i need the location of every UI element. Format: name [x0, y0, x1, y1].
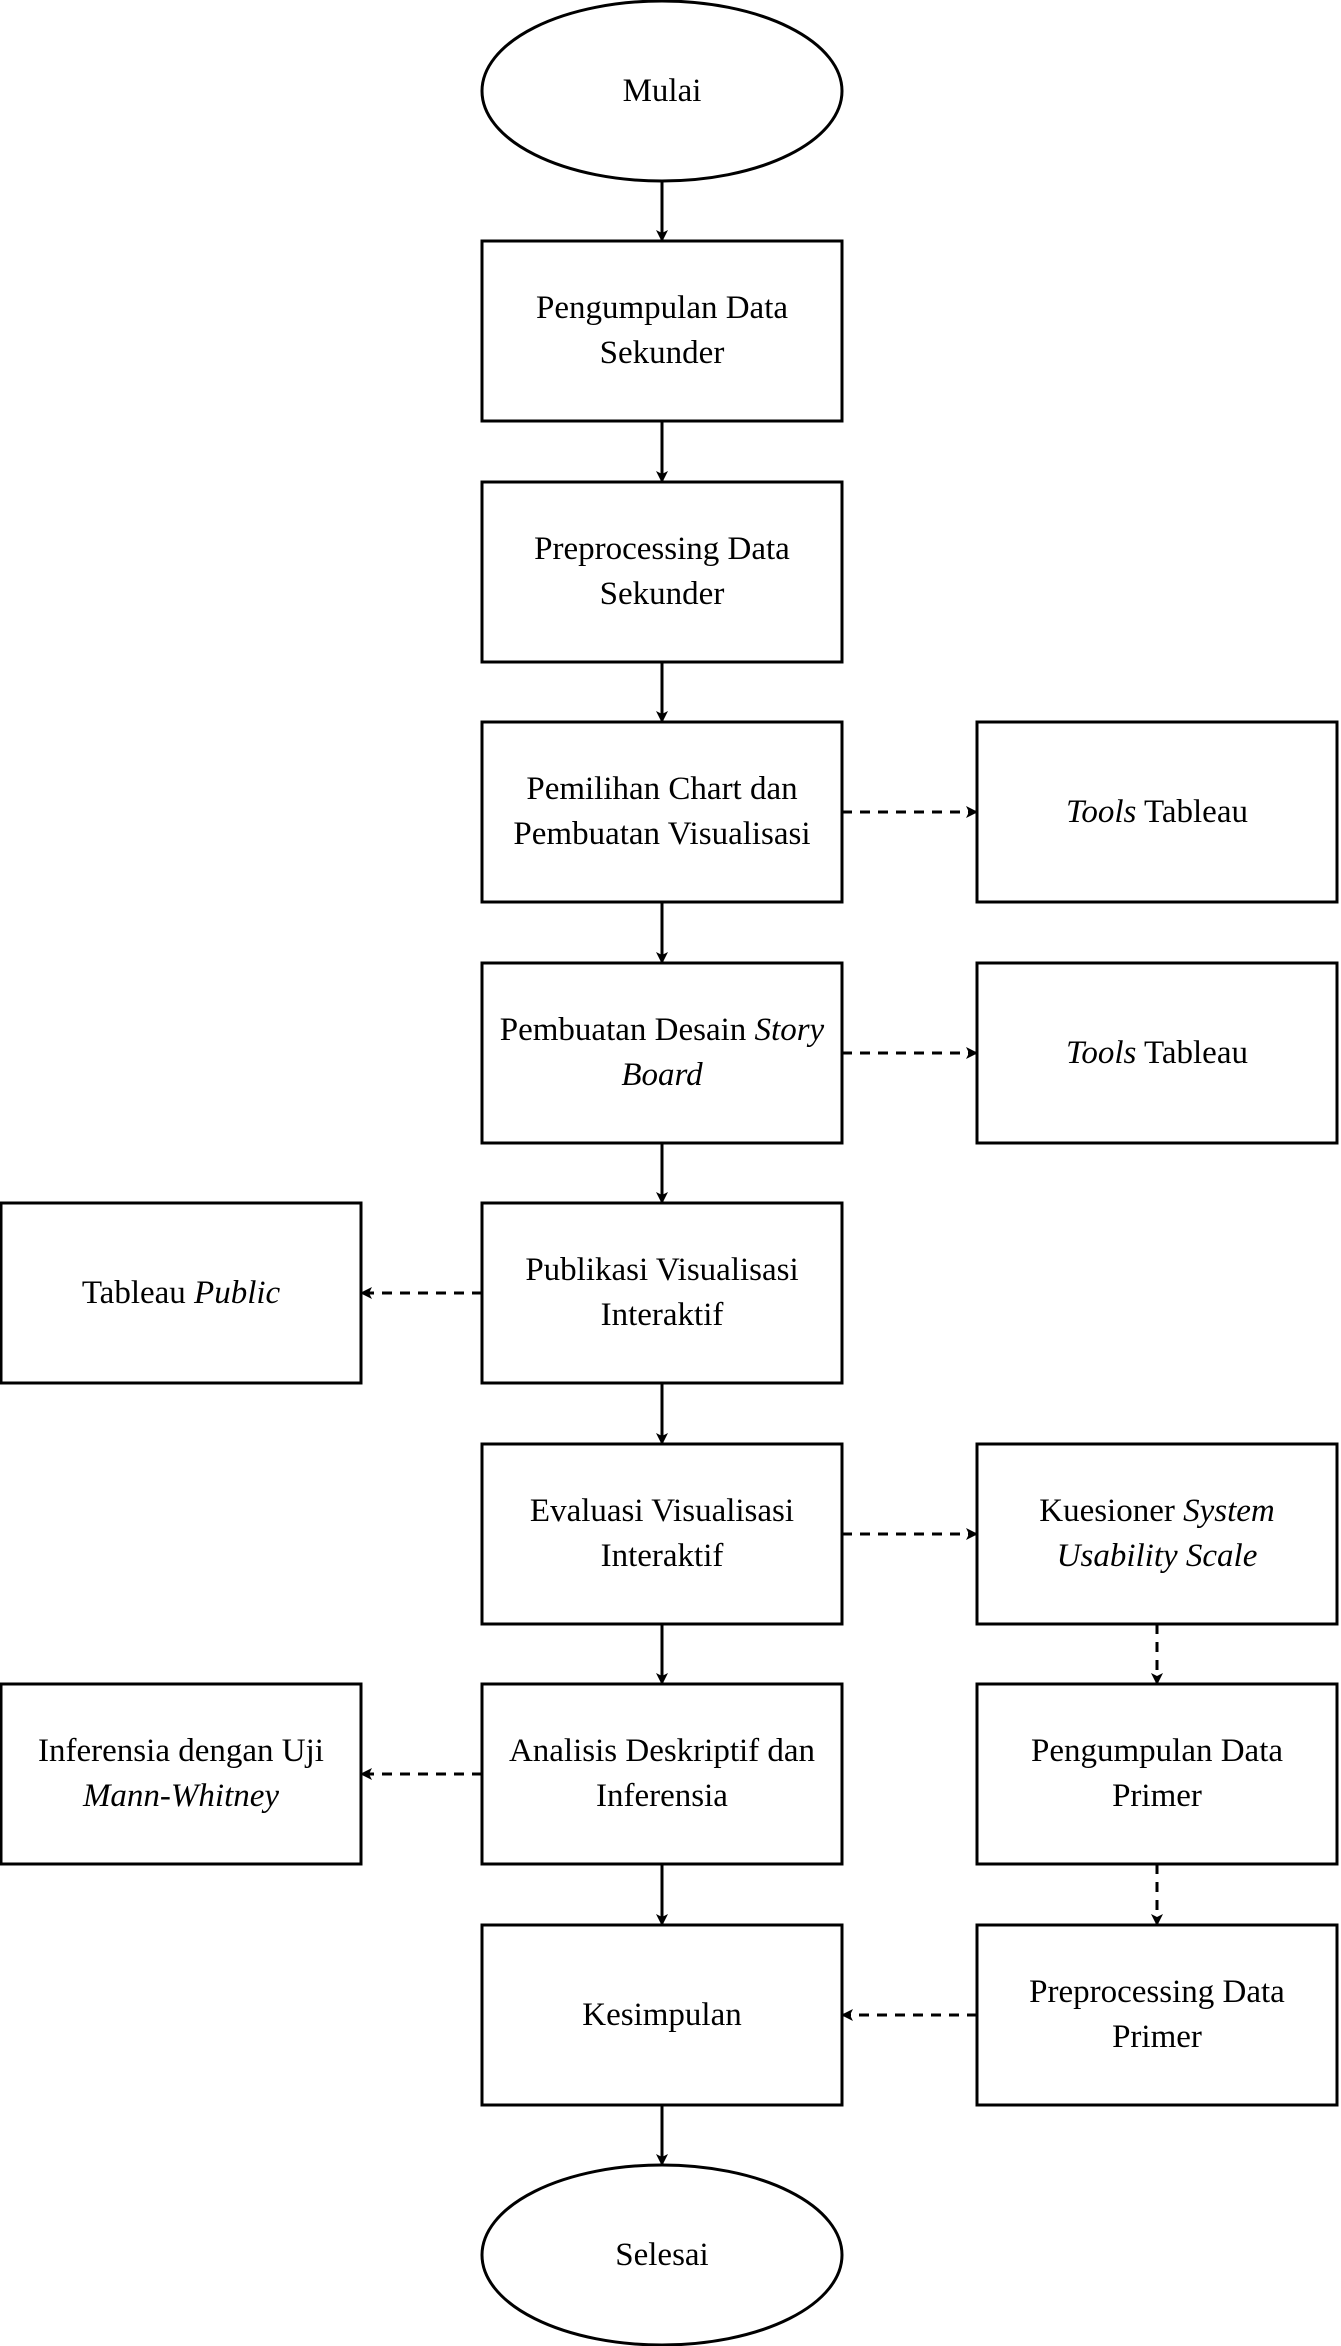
sus-questionnaire-line-1: Kuesioner — [1039, 1493, 1175, 1529]
mann-whitney-node: Inferensia dengan Uji Mann-Whitney — [1, 1684, 361, 1864]
primary-preprocessing-line-1: Preprocessing Data — [1029, 1974, 1285, 2010]
tools-tableau-1-text: Tableau — [1144, 793, 1248, 830]
primary-collection-node: Pengumpulan Data Primer — [977, 1684, 1337, 1864]
secondary-collection-shape — [480, 239, 844, 423]
chart-selection-line-1: Pemilihan Chart dan — [526, 771, 798, 807]
sus-questionnaire-line-2-italic: Usability Scale — [1056, 1538, 1258, 1574]
primary-preprocessing-shape — [975, 1923, 1339, 2107]
mann-whitney-shape — [0, 1682, 363, 1866]
primary-preprocessing-node: Preprocessing Data Primer — [977, 1925, 1337, 2105]
publication-line-2: Interaktif — [600, 1297, 724, 1333]
analysis-line-1: Analisis Deskriptif dan — [508, 1733, 816, 1769]
end-node: Selesai — [482, 2165, 842, 2345]
tools-tableau-2-shape — [975, 961, 1339, 1145]
analysis-line-2: Inferensia — [596, 1778, 728, 1814]
mann-whitney-line-1: Inferensia dengan Uji — [38, 1733, 324, 1769]
evaluation-line-2: Interaktif — [600, 1538, 724, 1574]
secondary-preprocessing-line-1: Preprocessing Data — [534, 531, 790, 567]
end-label: Selesai — [615, 2236, 709, 2273]
start-node: Mulai — [482, 1, 842, 181]
publication-node: Publikasi Visualisasi Interaktif — [482, 1203, 842, 1383]
publication-line-1: Publikasi Visualisasi — [525, 1252, 799, 1288]
storyboard-line-2-italic: Board — [621, 1057, 703, 1093]
chart-selection-line-2: Pembuatan Visualisasi — [513, 816, 811, 852]
publication-shape — [480, 1201, 844, 1385]
conclusion-shape — [480, 1923, 844, 2107]
tools-tableau-1-italic: Tools — [1066, 793, 1137, 830]
tools-tableau-1-node: Tools Tableau — [977, 722, 1337, 902]
secondary-collection-line-2: Sekunder — [599, 335, 725, 371]
tableau-public-text: Tableau — [81, 1274, 186, 1311]
storyboard-line-1-italic: Story — [754, 1012, 825, 1048]
storyboard-line-1: Pembuatan Desain — [499, 1012, 747, 1048]
start-label: Mulai — [622, 72, 702, 109]
tools-tableau-2-node: Tools Tableau — [977, 963, 1337, 1143]
tools-tableau-2-italic: Tools — [1066, 1034, 1137, 1071]
evaluation-shape — [480, 1442, 844, 1626]
sus-questionnaire-shape — [975, 1442, 1339, 1626]
analysis-node: Analisis Deskriptif dan Inferensia — [482, 1684, 842, 1864]
tools-tableau-2-text: Tableau — [1144, 1034, 1248, 1071]
conclusion-node: Kesimpulan — [482, 1925, 842, 2105]
mann-whitney-line-2-italic: Mann-Whitney — [82, 1778, 280, 1814]
sus-questionnaire-node: Kuesioner System Usability Scale — [977, 1444, 1337, 1624]
secondary-collection-line-1: Pengumpulan Data — [535, 290, 789, 326]
primary-collection-line-2: Primer — [1112, 1778, 1202, 1814]
storyboard-node: Pembuatan Desain Story Board — [482, 963, 842, 1143]
chart-selection-node: Pemilihan Chart dan Pembuatan Visualisas… — [482, 722, 842, 902]
chart-selection-shape — [480, 720, 844, 904]
primary-preprocessing-line-2: Primer — [1112, 2019, 1202, 2055]
conclusion-label: Kesimpulan — [582, 1996, 742, 2033]
secondary-preprocessing-line-2: Sekunder — [599, 576, 725, 612]
tableau-public-italic: Public — [194, 1274, 281, 1311]
sus-questionnaire-line-1-italic: System — [1183, 1493, 1275, 1529]
primary-collection-line-1: Pengumpulan Data — [1030, 1733, 1284, 1769]
tableau-public-node: Tableau Public — [1, 1203, 361, 1383]
secondary-collection-node: Pengumpulan Data Sekunder — [482, 241, 842, 421]
tableau-public-shape — [0, 1201, 363, 1385]
evaluation-node: Evaluasi Visualisasi Interaktif — [482, 1444, 842, 1624]
evaluation-line-1: Evaluasi Visualisasi — [529, 1493, 795, 1529]
secondary-preprocessing-node: Preprocessing Data Sekunder — [482, 482, 842, 662]
primary-collection-shape — [975, 1682, 1339, 1866]
tools-tableau-1-shape — [975, 720, 1339, 904]
